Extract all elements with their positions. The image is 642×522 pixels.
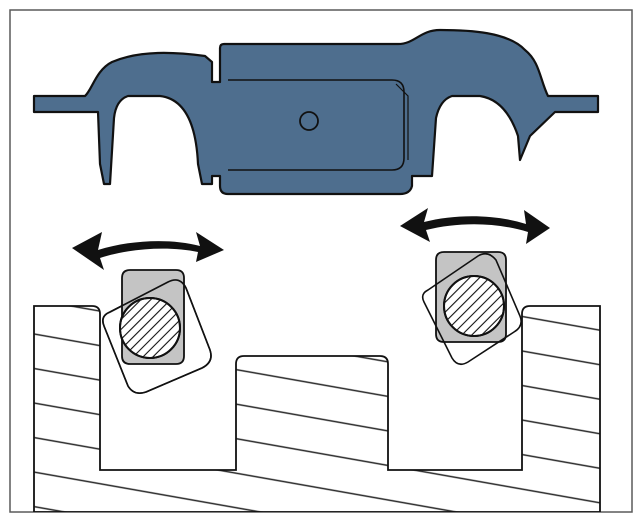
right-block-rotated-outline bbox=[421, 252, 522, 366]
clip-plate-outline bbox=[228, 79, 405, 171]
clip-center-hole-icon bbox=[299, 111, 319, 131]
left-rotation-arrow bbox=[72, 232, 224, 270]
left-eccentric-block bbox=[102, 269, 212, 394]
clip-bracket bbox=[32, 28, 600, 196]
hatched-profile-base bbox=[33, 305, 601, 512]
right-rotation-arrow bbox=[400, 208, 550, 244]
right-eccentric-block bbox=[421, 251, 522, 366]
